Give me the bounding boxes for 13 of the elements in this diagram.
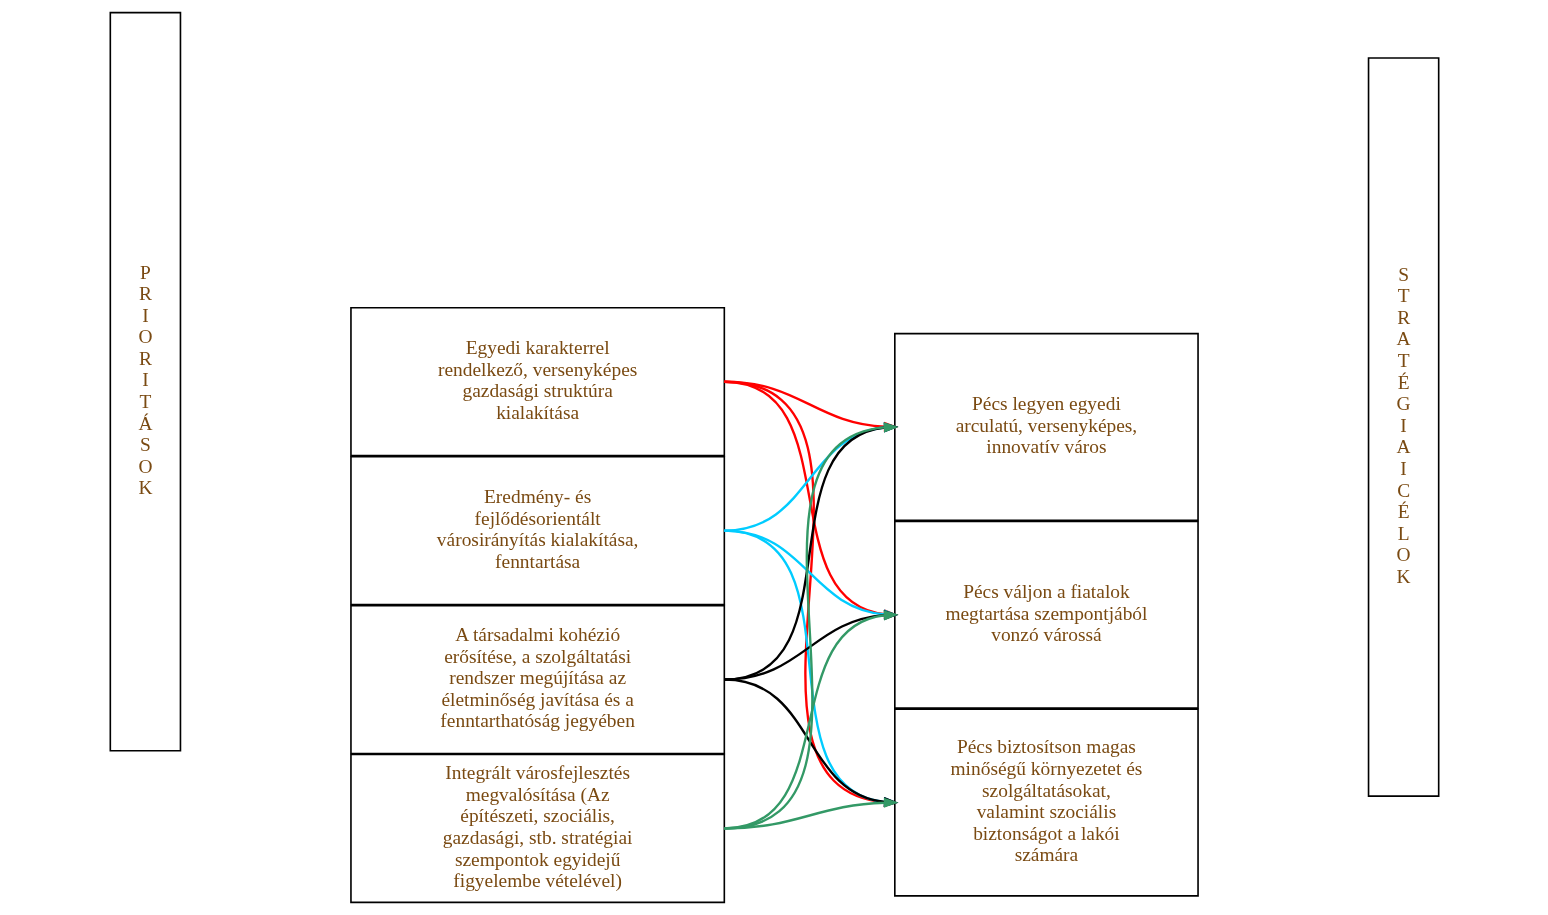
node-box: Eredmény- és fejlődésorientált városirányítás kialakítása, fenntartása [349, 455, 725, 606]
node-box: Integrált városfejlesztés megvalósítása (Az építészeti, szociális, gazdasági, stb. stratégiai szempontok egyidejű figyelembe vételével) [349, 753, 725, 904]
node-box: Pécs legyen egyedi arculatú, versenyképes, innovatív város [893, 332, 1199, 522]
arrow [723, 610, 898, 830]
arrow [723, 529, 898, 808]
node-box: Egyedi karakterrel rendelkező, versenyképes gazdasági struktúra kialakítása [349, 306, 725, 457]
arrow [723, 678, 898, 808]
node-box: Pécs biztosítson magas minőségű környezetet és szolgáltatásokat, valamint szociális biztonságot a lakói számára [893, 708, 1199, 897]
node-box: A társadalmi kohézió erősítése, a szolgáltatási rendszer megújítása az életminőség javítása és a fenntarthatóság jegyében [349, 604, 725, 755]
node-box: Pécs váljon a fiatalok megtartása szempontjából vonzó várossá [893, 520, 1199, 709]
arrow [723, 797, 898, 830]
node-box: P R I O R I T Á S O K [109, 11, 181, 752]
node-box: S T R A T É G I A I C É L O K [1367, 57, 1439, 797]
